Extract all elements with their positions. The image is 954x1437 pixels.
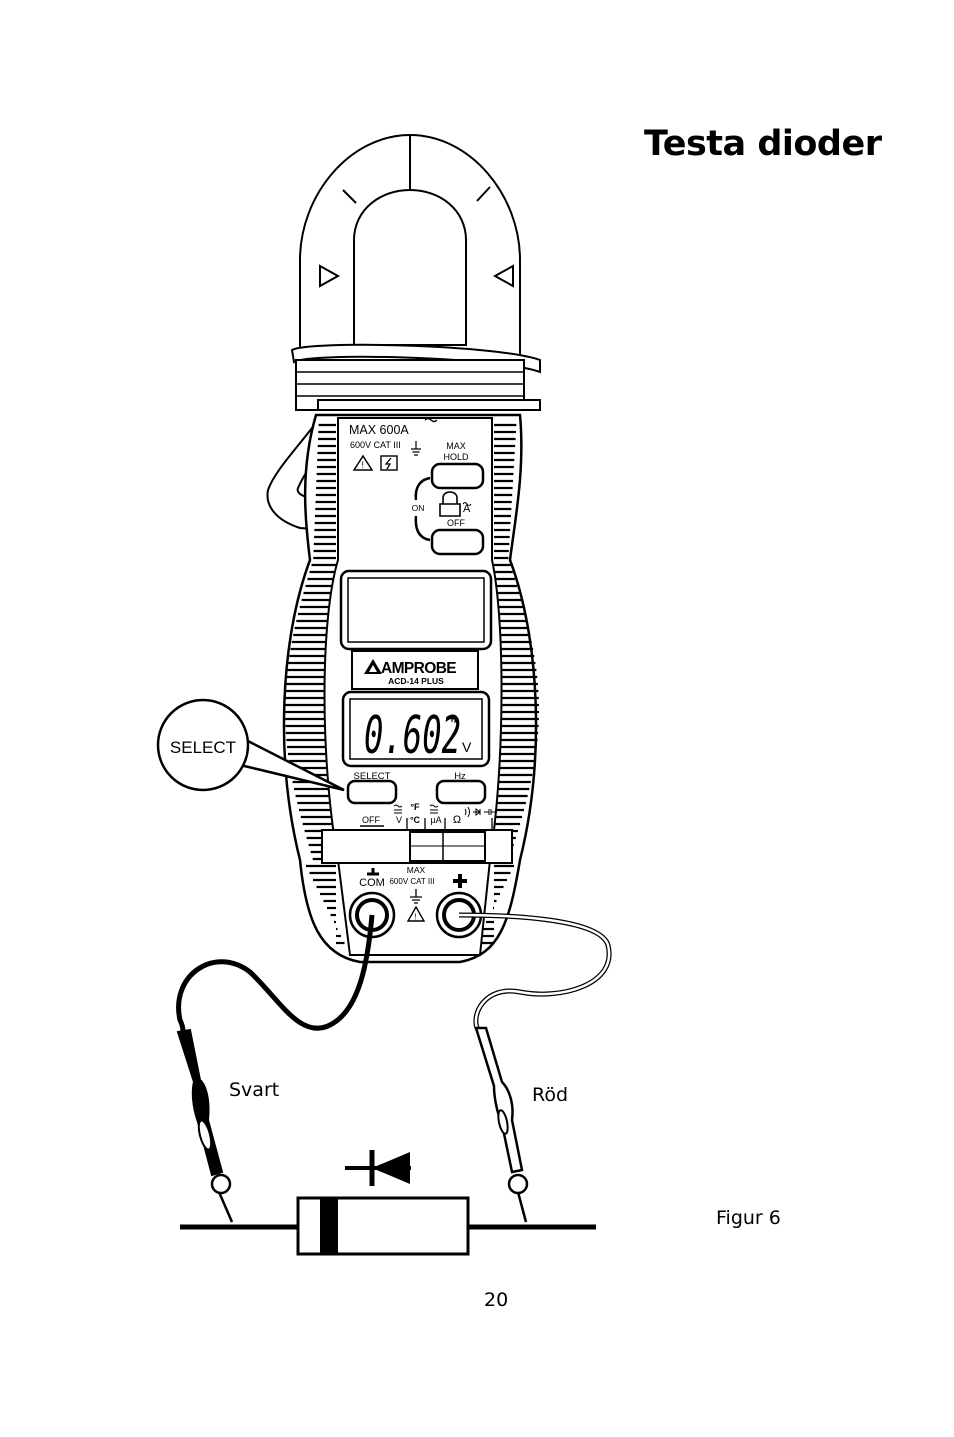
- upper-display: [339, 569, 493, 651]
- com-label: COM: [359, 877, 385, 889]
- dial-v-label: V: [396, 815, 402, 825]
- diode-indicator-icon: [451, 714, 459, 724]
- callout-label: SELECT: [170, 738, 236, 757]
- select-button-label: SELECT: [354, 771, 391, 782]
- power-off-button[interactable]: [430, 528, 485, 556]
- page-title: Testa dioder: [644, 124, 882, 164]
- warning-icon: [352, 454, 374, 471]
- jack-warning-icon: [406, 905, 426, 922]
- dial-microamp-label: µA: [430, 815, 441, 825]
- continuity-diode-capacitor-icons: [464, 806, 497, 818]
- diode-symbol-icon: [345, 1150, 411, 1186]
- shock-hazard-icon: [380, 455, 398, 471]
- black-lead-label: Svart: [229, 1079, 280, 1101]
- red-probe: [474, 1026, 529, 1223]
- lcd-display: 0.602 V: [341, 690, 491, 768]
- hz-button-label: Hz: [454, 771, 466, 782]
- hold-power-area: MAX HOLD ON A OFF: [412, 441, 485, 556]
- svg-text:!: !: [362, 460, 365, 470]
- svg-text:ACD-14 PLUS: ACD-14 PLUS: [388, 676, 444, 686]
- jack-category-label: 600V CAT III: [389, 877, 434, 886]
- brand-plate: AMPROBE ACD-14 PLUS: [351, 650, 479, 690]
- off-label: OFF: [447, 518, 465, 528]
- on-label: ON: [412, 503, 425, 513]
- function-buttons: SELECT Hz: [346, 771, 487, 805]
- figure-caption: Figur 6: [716, 1207, 781, 1229]
- select-callout: SELECT: [156, 698, 345, 792]
- lock-icon: [439, 491, 461, 517]
- ac-current-icon: A: [463, 503, 471, 515]
- max-hold-button[interactable]: [430, 462, 485, 490]
- max-hold-label-line2: HOLD: [443, 452, 469, 462]
- dial-off-label: OFF: [362, 815, 380, 825]
- test-leads: [176, 912, 612, 1223]
- svg-text:AMPROBE: AMPROBE: [381, 660, 456, 677]
- lcd-unit: V: [462, 739, 472, 755]
- svg-text:MAX 600A: MAX 600A: [349, 423, 409, 437]
- dial-ohm-label: Ω: [453, 814, 461, 826]
- black-lead-wire: [176, 914, 375, 1037]
- grip-ribs: [285, 423, 539, 945]
- max-hold-label-line1: MAX: [446, 441, 466, 451]
- page-number: 20: [484, 1289, 509, 1311]
- dial-celsius-label: °C: [410, 815, 421, 825]
- lcd-reading: 0.602: [364, 706, 461, 766]
- safety-markings: MAX 600A 600V CAT III !: [349, 417, 438, 471]
- red-lead-label: Röd: [532, 1084, 569, 1106]
- rotary-dial: OFF V °F °C µA Ω: [321, 802, 513, 864]
- plus-icon: [453, 874, 467, 888]
- jack-max-label: MAX: [407, 865, 426, 875]
- dial-fahrenheit-label: °F: [410, 802, 420, 812]
- diode-component: [180, 1150, 596, 1256]
- black-probe: [176, 1028, 234, 1223]
- svg-text:600V CAT III: 600V CAT III: [350, 440, 401, 450]
- select-button[interactable]: [346, 779, 398, 805]
- hz-button[interactable]: [435, 779, 487, 805]
- svg-text:!: !: [415, 913, 417, 922]
- cathode-band: [320, 1198, 338, 1254]
- ground-icon: [410, 889, 422, 904]
- clamp-jaw: [299, 133, 521, 400]
